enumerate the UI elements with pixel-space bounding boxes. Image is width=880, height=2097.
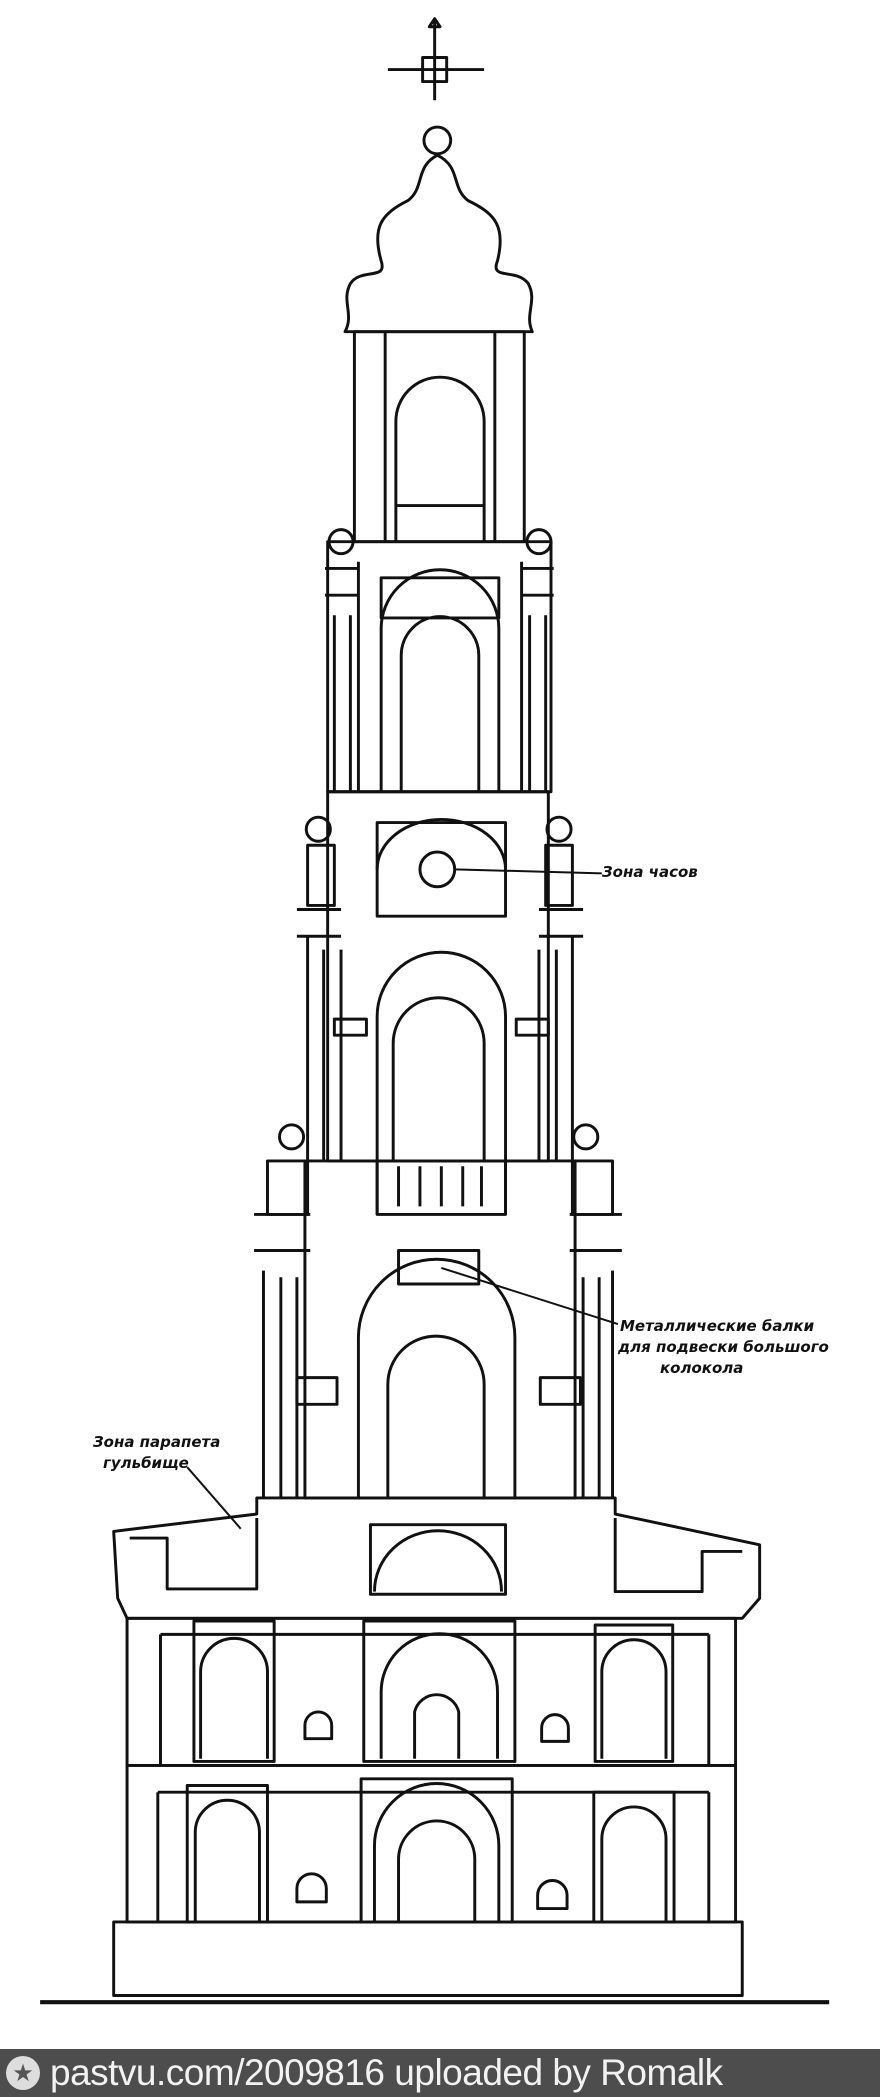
cross (387, 17, 485, 101)
footer-text: pastvu.com/2009816 uploaded by Romalk (50, 2052, 723, 2093)
tier-4 (254, 1123, 622, 1500)
bell-tower-elevation-drawing (40, 17, 830, 2005)
label-parapet-line1: Зона парапета (93, 1433, 221, 1451)
tier-1 (352, 330, 526, 544)
lower-storey-2 (125, 1763, 738, 1924)
label-beams-line2: для подвески большого (618, 1338, 829, 1356)
tier-2 (324, 528, 554, 794)
watermark-footer: ★ pastvu.com/2009816 uploaded by Romalk (0, 2049, 880, 2097)
plinth (112, 1920, 744, 1997)
clock-circle (418, 850, 457, 889)
star-logo-icon: ★ (6, 2056, 40, 2090)
label-clock-zone: Зона часов (602, 863, 698, 881)
gallery-level (112, 1496, 762, 1620)
label-parapet-line2: гульбище (103, 1454, 189, 1472)
finial-ball-top (422, 125, 453, 156)
tier-3 (296, 790, 584, 1216)
label-beams-line3: колокола (660, 1359, 744, 1377)
label-beams-line1: Металлические балки (620, 1317, 815, 1335)
leader-lines (186, 868, 619, 1530)
lower-storey-1 (125, 1616, 738, 1767)
cupola (343, 153, 534, 334)
